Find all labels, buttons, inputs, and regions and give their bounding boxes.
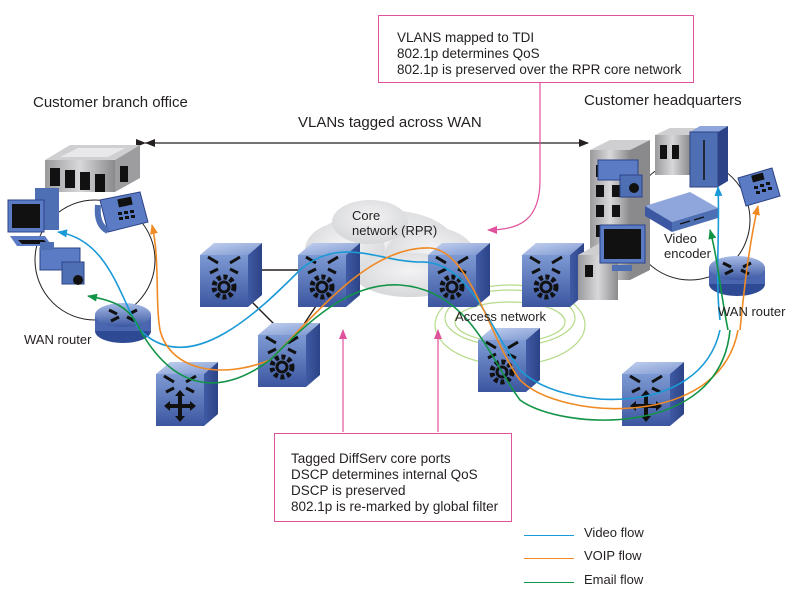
core-network-label: Core network (RPR) (352, 208, 438, 238)
callout-diffserv: Tagged DiffServ core ports DSCP determin… (274, 433, 512, 522)
wan-banner-label: VLANs tagged across WAN (298, 114, 482, 131)
email-flow-line (87, 284, 731, 421)
callout-connectors (339, 82, 541, 432)
hq-server-icon (689, 126, 728, 188)
voip-flow-line (150, 224, 739, 410)
voip-flow-hq-branch (739, 205, 760, 331)
branch-building-icon (45, 145, 140, 192)
access-network-label: Access network (455, 309, 547, 324)
callout-line: DSCP is preserved (291, 483, 406, 498)
callout-line: 802.1p determines QoS (397, 46, 540, 61)
branch-computer-icon (7, 188, 59, 246)
callout-line: DSCP determines internal QoS (291, 467, 478, 482)
hq-monitor-icon (599, 224, 646, 271)
traffic-flows (57, 186, 760, 421)
callout-line: Tagged DiffServ core ports (291, 451, 451, 466)
callout-line: 802.1p is preserved over the RPR core ne… (397, 62, 682, 77)
hq-wan-router-label: WAN router (718, 304, 786, 319)
switch-core-1-icon (200, 243, 262, 307)
switch-core-4-icon (428, 243, 490, 307)
callout-line: VLANS mapped to TDI (397, 30, 535, 45)
switch-core-3-icon (258, 323, 320, 387)
video-encoder-label: Video encoder (664, 231, 711, 261)
email-flow-swatch (524, 582, 574, 583)
headquarters-title: Customer headquarters (584, 92, 742, 109)
callout-line: 802.1p is re-marked by global filter (291, 499, 499, 514)
legend: Video flow VOIP flow Email flow (524, 525, 704, 605)
branch-phone-icon (94, 191, 149, 234)
hq-video-encoder-icon (645, 192, 718, 232)
email-flow-hq-branch (708, 229, 729, 331)
video-flow-swatch (524, 535, 574, 536)
branch-video-camera-icon (39, 242, 85, 285)
branch-wan-router-icon (93, 301, 153, 345)
branch-wan-router-label: WAN router (24, 332, 92, 347)
video-flow-hq-branch (714, 186, 723, 321)
switch-edge-branch-icon (154, 360, 220, 428)
callout-rpr-core: VLANS mapped to TDI 802.1p determines Qo… (378, 15, 694, 83)
voip-flow-swatch (524, 558, 574, 559)
branch-office-title: Customer branch office (33, 94, 188, 111)
switch-access-1-icon (522, 243, 584, 307)
hq-phone-icon (737, 167, 781, 207)
hq-video-camera-icon (597, 159, 643, 198)
